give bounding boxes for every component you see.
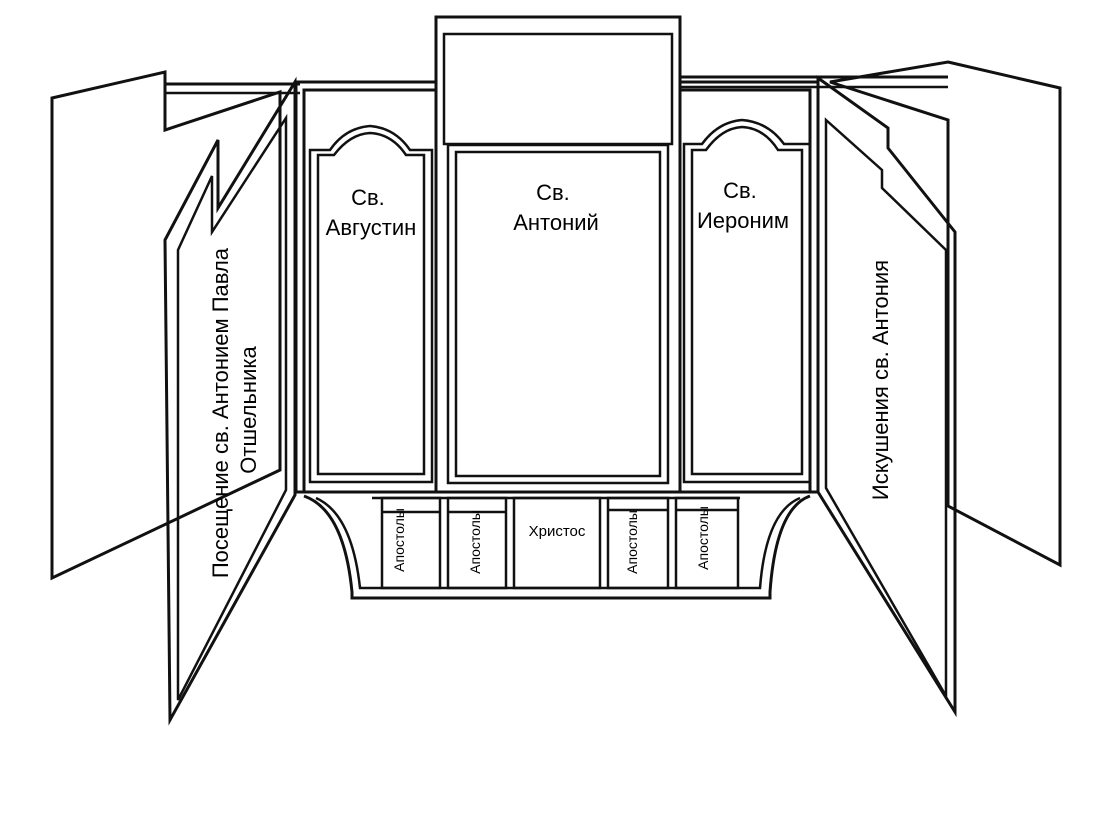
left-wing-label: Посещение св. Антонием Павла Отшельника [208, 242, 261, 578]
right-wing-label: Искушения св. Антония [868, 260, 893, 500]
right-panel-label: Св. Иероним [697, 178, 789, 233]
predella-label-3: Апостолы [624, 510, 640, 574]
left-panel-label: Св. Августин [326, 185, 417, 240]
predella-label-2: Апостолы [467, 510, 483, 574]
predella-label-christ: Христос [529, 523, 586, 540]
right-outer-wing [829, 60, 1062, 568]
predella-label-1: Апостолы [391, 508, 407, 572]
predella [303, 494, 811, 600]
right-panel [682, 118, 812, 484]
top-rail-right [680, 75, 948, 89]
top-rail-left [165, 82, 300, 95]
left-panel [308, 124, 434, 484]
predella-compartments [380, 496, 740, 590]
central-top-section [434, 15, 682, 494]
center-panel-label: Св. Антоний [513, 180, 599, 235]
center-panel [446, 143, 670, 485]
predella-label-4: Апостолы [695, 506, 711, 570]
